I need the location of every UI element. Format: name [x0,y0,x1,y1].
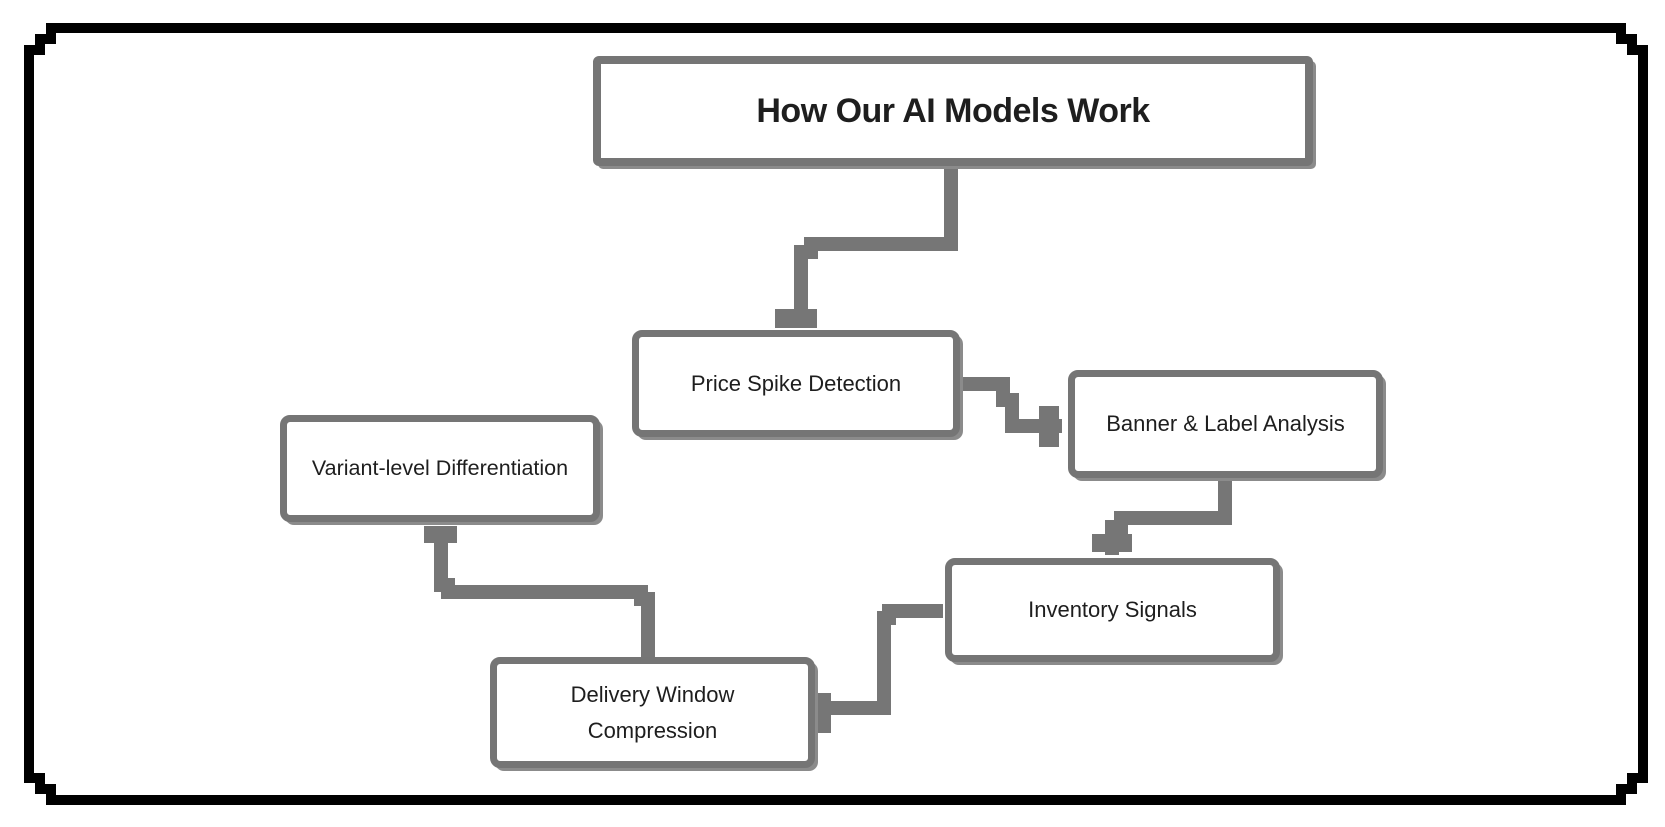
connector-price-to-banner [958,377,1062,433]
connector-delivery-to-variant [434,538,655,659]
node-price-spike-detection: Price Spike Detection [632,330,960,437]
node-delivery-window-compression: Delivery Window Compression [490,657,815,768]
node-variant-level-differentiation: Variant-level Differentiation [280,415,600,522]
arrowhead-delivery-to-variant [424,526,457,543]
outer-frame [24,23,1648,805]
arrowhead-price-to-banner [1039,406,1059,447]
node-variant-level-differentiation-label: Variant-level Differentiation [311,456,569,481]
connector-inventory-to-delivery [830,604,943,715]
node-title: How Our AI Models Work [593,56,1313,166]
arrowhead-title-to-price [775,309,817,328]
node-price-spike-detection-label: Price Spike Detection [690,370,902,396]
node-delivery-window-compression-label: Delivery Window Compression [570,682,735,743]
node-inventory-signals-label: Inventory Signals [1028,597,1197,623]
node-banner-label-analysis-label: Banner & Label Analysis [1106,411,1345,437]
node-banner-label-analysis: Banner & Label Analysis [1068,370,1383,478]
node-title-label: How Our AI Models Work [756,91,1150,130]
connector-banner-to-inventory [1105,474,1232,555]
node-inventory-signals: Inventory Signals [945,558,1280,662]
arrowhead-banner-to-inventory [1092,534,1132,552]
arrowhead-inventory-to-delivery [811,693,831,733]
connector-title-to-price [794,162,958,313]
